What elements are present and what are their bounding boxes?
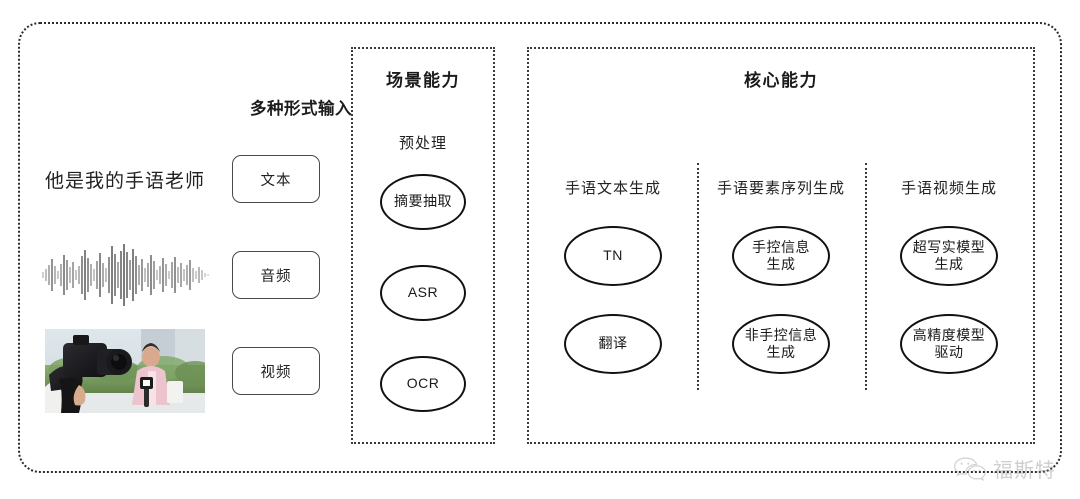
text-sample: 他是我的手语老师 bbox=[30, 140, 220, 218]
video-thumbnail-image bbox=[45, 329, 205, 413]
video-sample bbox=[30, 329, 220, 413]
core-column-group: 手语文本生成 TN 翻译 手语要素序列生成 手控信息生成 非手控信息生成 手语视… bbox=[529, 132, 1033, 446]
core-node-hyperrealistic-model-generation[interactable]: 超写实模型生成 bbox=[900, 226, 998, 286]
core-column-3-subtitle: 手语视频生成 bbox=[900, 180, 997, 197]
core-column-1-subtitle: 手语文本生成 bbox=[564, 180, 661, 197]
core-node-translation[interactable]: 翻译 bbox=[564, 314, 662, 374]
scene-node-summary[interactable]: 摘要抽取 bbox=[380, 174, 466, 230]
scene-panel-title: 场景能力 bbox=[386, 71, 460, 90]
core-column-sign-element-sequence: 手语要素序列生成 手控信息生成 非手控信息生成 bbox=[697, 132, 865, 446]
input-section: 多种形式输入 他是我的手语老师 文本 bbox=[30, 95, 352, 415]
input-row-text: 他是我的手语老师 文本 bbox=[30, 140, 330, 218]
core-column-sign-text: 手语文本生成 TN 翻译 bbox=[529, 132, 697, 446]
core-column-2-subtitle: 手语要素序列生成 bbox=[716, 180, 845, 197]
input-row-audio: 音频 bbox=[30, 236, 330, 314]
core-column-sign-video: 手语视频生成 超写实模型生成 高精度模型驱动 bbox=[865, 132, 1033, 446]
outer-frame bbox=[18, 22, 1062, 473]
input-row-video: 视频 bbox=[30, 329, 330, 413]
input-chip-text[interactable]: 文本 bbox=[232, 155, 320, 203]
core-capability-panel: 核心能力 手语文本生成 TN 翻译 手语要素序列生成 手控信息生成 非手控信息生… bbox=[527, 47, 1035, 444]
scene-node-asr[interactable]: ASR bbox=[380, 265, 466, 321]
core-node-nonmanual-info-generation[interactable]: 非手控信息生成 bbox=[732, 314, 830, 374]
audio-sample bbox=[30, 236, 220, 314]
core-node-tn[interactable]: TN bbox=[564, 226, 662, 286]
input-chip-audio[interactable]: 音频 bbox=[232, 251, 320, 299]
scene-capability-panel: 场景能力 预处理 摘要抽取 ASR OCR bbox=[351, 47, 495, 444]
audio-waveform-icon bbox=[42, 244, 209, 306]
scene-panel-subtitle: 预处理 bbox=[398, 135, 447, 152]
input-chip-video[interactable]: 视频 bbox=[232, 347, 320, 395]
core-column-3-nodes: 超写实模型生成 高精度模型驱动 bbox=[900, 226, 998, 374]
scene-node-list: 摘要抽取 ASR OCR bbox=[353, 174, 493, 412]
core-column-1-nodes: TN 翻译 bbox=[564, 226, 662, 374]
core-node-high-precision-model-driving[interactable]: 高精度模型驱动 bbox=[900, 314, 998, 374]
core-node-manual-info-generation[interactable]: 手控信息生成 bbox=[732, 226, 830, 286]
core-column-2-nodes: 手控信息生成 非手控信息生成 bbox=[732, 226, 830, 374]
core-panel-title: 核心能力 bbox=[744, 71, 818, 90]
sample-sentence: 他是我的手语老师 bbox=[44, 170, 205, 192]
scene-node-ocr[interactable]: OCR bbox=[380, 356, 466, 412]
input-section-heading: 多种形式输入 bbox=[250, 100, 352, 118]
